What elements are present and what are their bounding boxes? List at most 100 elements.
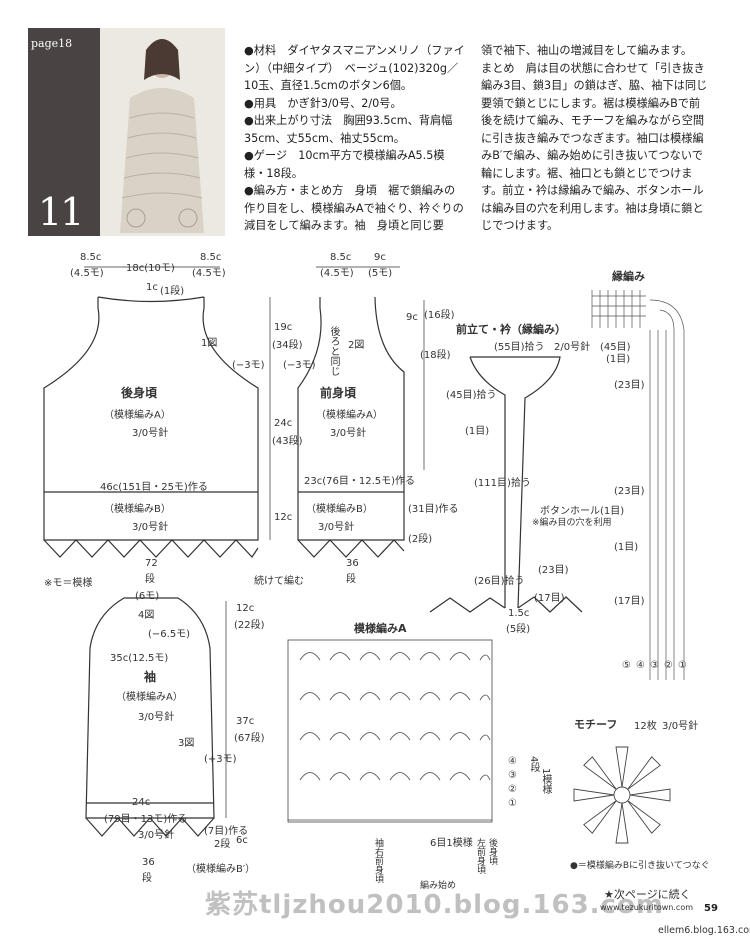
credit: ellem6.blog.163.com bbox=[658, 925, 750, 936]
edging-e23b: (23目) bbox=[614, 486, 645, 497]
back-cast-on: 46c(151目・25モ)作る bbox=[100, 482, 208, 493]
back-bottom-unit: 段 bbox=[145, 574, 155, 585]
pattern-number-box bbox=[28, 28, 100, 236]
edging-e23a: (23目) bbox=[614, 380, 645, 391]
sleeve-cast-on: 24c bbox=[132, 797, 151, 808]
edging-num-1: ① bbox=[678, 660, 687, 671]
sleeve-pattern: （模様編みA） bbox=[116, 692, 183, 703]
motif-title: モチーフ bbox=[574, 718, 618, 731]
pattern-a-row-3: ③ bbox=[508, 770, 517, 781]
band-r1: (1目) bbox=[465, 426, 490, 437]
motif-legend: ●＝模様編みBに引き抜いてつなぐ bbox=[570, 861, 710, 871]
sleeve-inc: (+3モ) bbox=[204, 754, 237, 765]
back-note: ※モ＝模様 bbox=[44, 578, 93, 589]
pattern-a-rows: 4段 bbox=[528, 756, 539, 773]
front-needle: 3/0号針 bbox=[330, 428, 367, 439]
edging-num-4: ④ bbox=[636, 660, 645, 671]
front-title: 前身頃 bbox=[320, 386, 357, 400]
pattern-a-back: 後身頃 bbox=[487, 838, 497, 865]
pattern-a-rows-unit: 1模様 bbox=[540, 768, 551, 795]
front-continue: 続けて編む bbox=[254, 576, 304, 587]
front-neck-rows: (16段) bbox=[424, 310, 455, 321]
front-dec: (−3モ) bbox=[283, 360, 316, 371]
front-pattern: （模様編みA） bbox=[316, 410, 383, 421]
pattern-a-row-2: ② bbox=[508, 784, 517, 795]
back-neck-rows: (1段) bbox=[160, 286, 185, 297]
back-border: （模様編みB） bbox=[104, 504, 171, 515]
front-neck-rows2: (18段) bbox=[420, 350, 451, 361]
front-bottom: 36 bbox=[346, 558, 359, 569]
instructions-col2: 領で袖下、袖山の増減目をして編みます。 まとめ 肩は目の状態に合わせて「引き抜き… bbox=[481, 44, 708, 232]
pattern-a-row-4: ④ bbox=[508, 756, 517, 767]
front-cast-on: 23c(76目・12.5モ)作る bbox=[304, 476, 416, 487]
front-border-needle: 3/0号針 bbox=[318, 522, 355, 533]
sleeve-needle: 3/0号針 bbox=[138, 712, 175, 723]
sleeve-h2-rows: (67段) bbox=[234, 733, 265, 744]
sleeve-dec: (−6.5モ) bbox=[148, 629, 191, 640]
band-title: 前立て・衿（縁編み） bbox=[456, 323, 566, 336]
edging-e1a: (1目) bbox=[606, 354, 631, 365]
pattern-a-sleeve-front: 袖右前身頃 bbox=[373, 838, 383, 883]
back-dim-right: 8.5c bbox=[200, 252, 222, 263]
band-pick1: (55目)拾う bbox=[494, 342, 545, 353]
sleeve-fig2: 3図 bbox=[178, 738, 195, 749]
band-buttonhole-note: ※編み目の穴を利用 bbox=[532, 518, 612, 528]
sleeve-border: （模様編みB′） bbox=[186, 864, 256, 875]
sleeve-bottom: 36 bbox=[142, 857, 155, 868]
front-dim-right-sub: (5モ) bbox=[368, 268, 393, 279]
band-pick3: (111目)拾う bbox=[474, 478, 531, 489]
back-h2-rows: (43段) bbox=[272, 436, 303, 447]
front-dim-left: 8.5c bbox=[330, 252, 352, 263]
pattern-number: 11 bbox=[38, 190, 84, 234]
edging-title: 縁編み bbox=[612, 270, 645, 283]
sleeve-width: 35c(12.5モ) bbox=[110, 653, 169, 664]
sleeve-fig: 4図 bbox=[138, 610, 155, 621]
footer-url[interactable]: www.tezukuritown.com bbox=[600, 903, 694, 912]
edging-num-5: ⑤ bbox=[622, 660, 631, 671]
instructions-col1: ●材料 ダイヤタスマニアンメリノ（ファイン）（中細タイプ） ベージュ(102)3… bbox=[244, 44, 465, 232]
back-h1: 19c bbox=[274, 322, 293, 333]
band-pick4: (26目)拾う bbox=[474, 576, 525, 587]
band-r17: (17目) bbox=[534, 593, 565, 604]
continue-note: ★次ページに続く bbox=[604, 888, 691, 901]
sleeve-title: 袖 bbox=[144, 670, 157, 684]
back-fig: 1図 bbox=[201, 338, 218, 349]
sleeve-h1: 12c bbox=[236, 603, 255, 614]
front-neck-h: 9c bbox=[406, 312, 418, 323]
edging-num-2: ② bbox=[664, 660, 673, 671]
edging-num-3: ③ bbox=[650, 660, 659, 671]
page-number: 59 bbox=[704, 903, 718, 914]
back-bottom: 72 bbox=[145, 558, 158, 569]
edging-e17: (17目) bbox=[614, 596, 645, 607]
back-dim-left: 8.5c bbox=[80, 252, 102, 263]
motif-count: 12枚 bbox=[634, 721, 657, 732]
sleeve-cast-on2: (79目・13モ)作る bbox=[104, 814, 188, 825]
front-bottom-unit: 段 bbox=[346, 574, 356, 585]
pattern-a-repeat: 6目1模様 bbox=[430, 838, 473, 849]
back-neck: 1c bbox=[146, 282, 158, 293]
back-dec: (−3モ) bbox=[232, 360, 265, 371]
pattern-a-title: 模様編みA bbox=[354, 622, 407, 635]
sleeve-h3: 6c bbox=[236, 835, 248, 846]
front-side-rows: (31目)作る bbox=[408, 504, 459, 515]
front-dim-right: 9c bbox=[374, 252, 386, 263]
sleeve-r7: (7目)作る bbox=[204, 826, 249, 837]
sleeve-r2: 2段 bbox=[214, 839, 231, 850]
back-title: 後身頃 bbox=[121, 386, 158, 400]
back-dim-right-sub: (4.5モ) bbox=[192, 268, 226, 279]
band-width-rows: (5段) bbox=[506, 624, 531, 635]
back-pattern: （模様編みA） bbox=[104, 410, 171, 421]
pattern-a-left-front: 左前身頃 bbox=[475, 838, 485, 874]
back-h3: 12c bbox=[274, 512, 293, 523]
page-label: page18 bbox=[31, 37, 73, 50]
band-buttonhole: ボタンホール(1目) bbox=[540, 506, 625, 517]
band-width: 1.5c bbox=[508, 608, 530, 619]
front-same-as-back: 後ろと同じ bbox=[328, 326, 339, 376]
model-photo bbox=[100, 28, 225, 236]
back-dim-mid: 18c(10モ) bbox=[126, 263, 175, 274]
sleeve-h2: 37c bbox=[236, 716, 255, 727]
front-dim-left-sub: (4.5モ) bbox=[320, 268, 354, 279]
sleeve-bottom-unit: 段 bbox=[142, 873, 152, 884]
edging-e45: (45目) bbox=[600, 342, 631, 353]
